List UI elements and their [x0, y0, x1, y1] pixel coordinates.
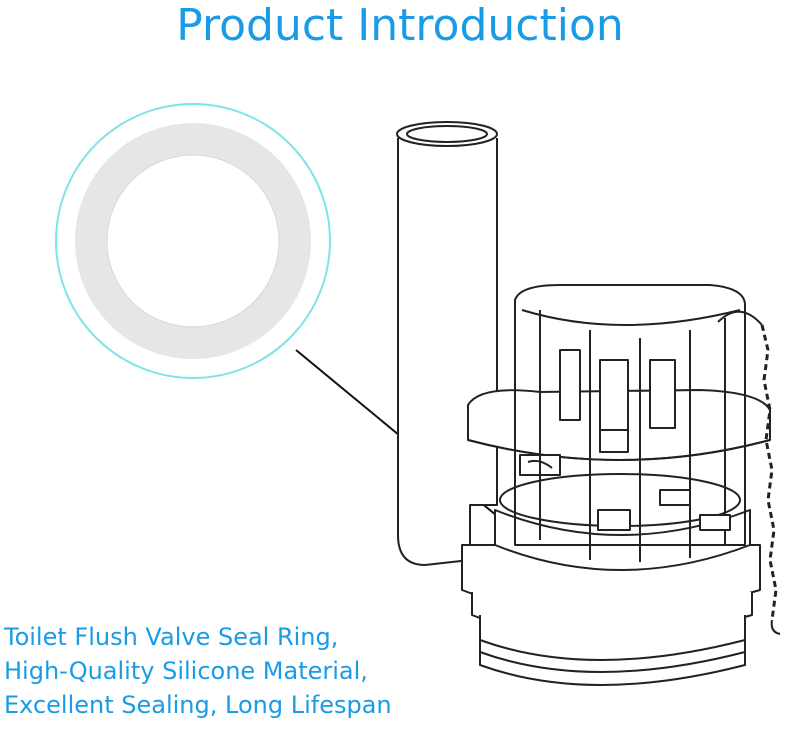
caption-line-3: Excellent Sealing, Long Lifespan — [4, 691, 392, 719]
seal-ring-icon — [75, 123, 311, 359]
page-title: Product Introduction — [176, 0, 624, 51]
product-caption: Toilet Flush Valve Seal Ring, High-Quali… — [4, 620, 504, 722]
flush-valve-illustration — [396, 121, 781, 686]
caption-line-1: Toilet Flush Valve Seal Ring, — [4, 623, 339, 651]
caption-line-2: High-Quality Silicone Material, — [4, 657, 368, 685]
seal-ring-callout — [55, 103, 331, 379]
